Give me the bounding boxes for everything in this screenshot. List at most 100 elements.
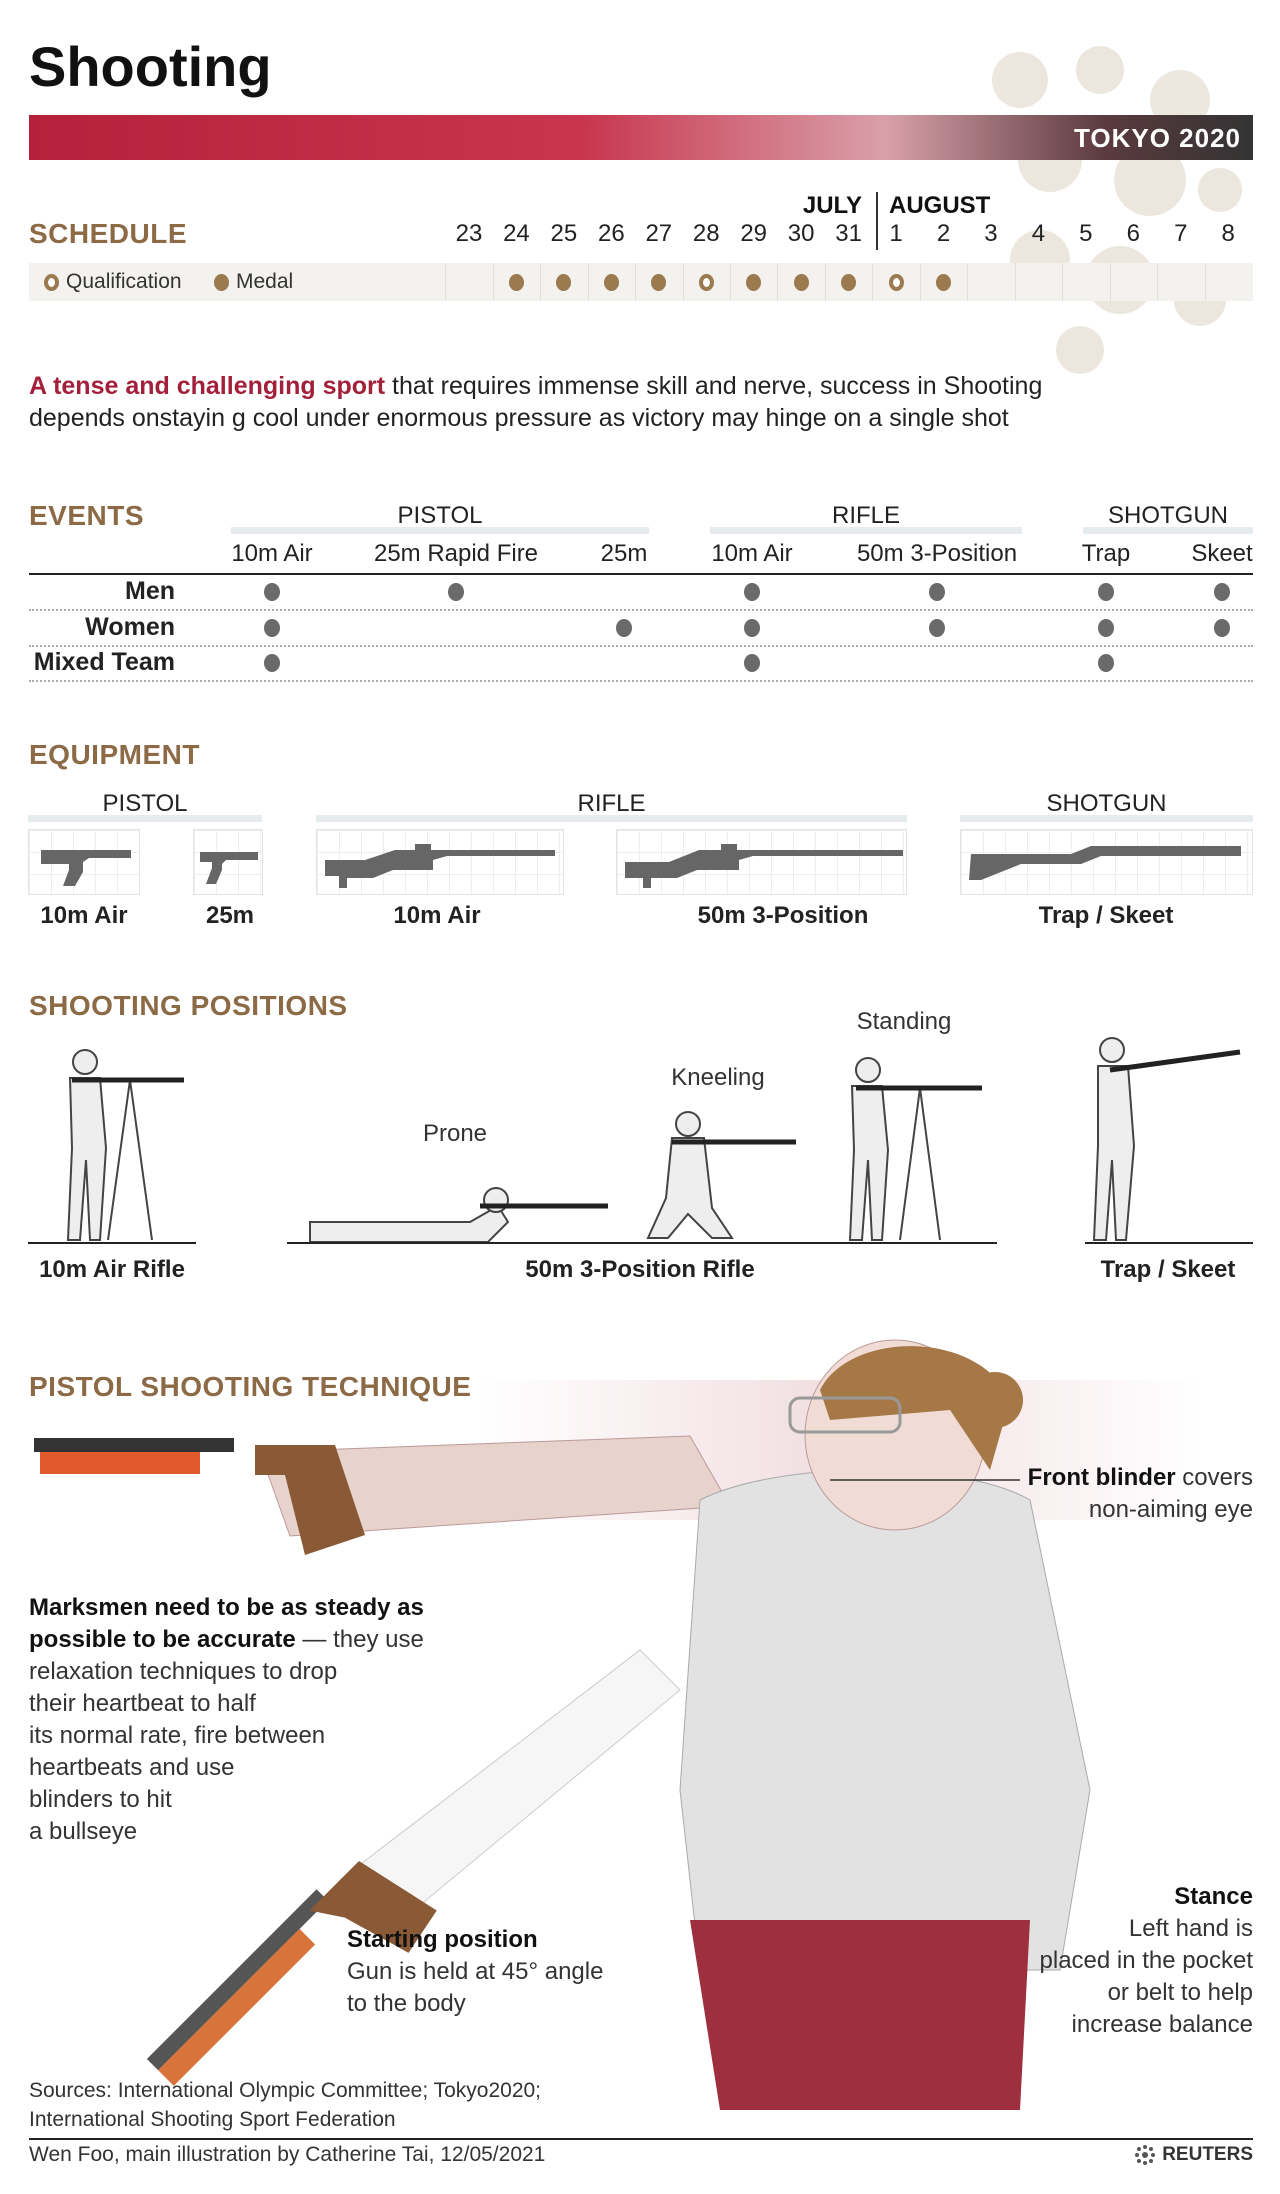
kneeling-shooter-icon <box>646 1111 796 1239</box>
event-dot <box>744 654 760 672</box>
equipment-group-pistol: PISTOL <box>102 790 188 817</box>
schedule-date: 25 <box>550 220 578 247</box>
schedule-gridline <box>445 263 447 301</box>
event-column-header: Skeet <box>1191 540 1253 567</box>
stance-text: or belt to help <box>1107 1979 1253 2006</box>
pistol-10m-air-image <box>28 829 140 895</box>
medal-dot <box>793 274 809 291</box>
steady-title: possible to be accurate <box>29 1626 296 1653</box>
event-dot <box>1098 583 1114 601</box>
event-column-header: 10m Air <box>711 540 793 567</box>
schedule-date: 4 <box>1031 220 1046 247</box>
page-title: Shooting <box>29 35 272 98</box>
cherry-blossom-pattern-icon <box>992 46 1242 374</box>
equipment-rifle-line <box>316 815 907 822</box>
schedule-gridline <box>824 263 826 301</box>
event-column-header: Trap <box>1081 540 1131 567</box>
schedule-date: 23 <box>455 220 483 247</box>
medal-dot <box>603 274 619 291</box>
position-label: Trap / Skeet <box>1100 1256 1236 1283</box>
steady-text: — they use <box>295 1626 424 1653</box>
starting-position-annotation: Starting position Gun is held at 45° ang… <box>347 1924 603 2020</box>
schedule-date: 28 <box>692 220 720 247</box>
schedule-date: 7 <box>1174 220 1188 247</box>
air-pistol-icon <box>41 850 131 886</box>
schedule-date: 30 <box>787 220 815 247</box>
schedule-gridline <box>1014 263 1016 301</box>
shotgun-image <box>960 829 1253 895</box>
month-divider <box>876 192 878 250</box>
stance-text: placed in the pocket <box>1039 1947 1253 1974</box>
month-august: AUGUST <box>889 192 991 219</box>
schedule-date: 24 <box>503 220 530 247</box>
prone-shooter-icon <box>309 1187 608 1243</box>
steady-annotation: Marksmen need to be as steady as possibl… <box>29 1592 424 1848</box>
lowered-pistol-icon <box>146 1861 437 2086</box>
standing-shooter-icon <box>66 1049 184 1241</box>
steady-text: relaxation techniques to drop <box>29 1658 338 1685</box>
event-dot <box>1214 618 1230 637</box>
kneeling-label: Kneeling <box>671 1064 765 1091</box>
event-dot <box>929 583 945 601</box>
blinder-title: Front blinder <box>1027 1464 1176 1491</box>
hair-icon <box>820 1346 1010 1470</box>
medal-dot <box>746 274 762 291</box>
qualification-legend-label: Qualification <box>66 270 182 293</box>
steady-text: its normal rate, fire between <box>29 1722 326 1749</box>
event-column-header: 25m Rapid Fire <box>373 540 539 567</box>
schedule-gridline <box>1109 263 1111 301</box>
event-dot <box>1214 583 1230 601</box>
equipment-group-shotgun: SHOTGUN <box>1046 790 1167 817</box>
schedule-heading: SCHEDULE <box>29 218 188 249</box>
event-dot <box>264 583 280 601</box>
schedule-date: 1 <box>889 220 903 247</box>
event-row-divider <box>29 644 1253 647</box>
front-blinder-icon <box>788 1396 902 1434</box>
schedule-gridline <box>540 263 542 301</box>
schedule-gridline <box>587 263 589 301</box>
positions-heading: SHOOTING POSITIONS <box>29 990 348 1021</box>
event-row-label: Women <box>85 612 175 641</box>
reuters-logo: REUTERS <box>1134 2144 1253 2166</box>
equipment-label: 10m Air <box>40 902 128 929</box>
schedule-row: Qualification Medal <box>29 263 1253 301</box>
standing-label: Standing <box>856 1008 952 1035</box>
pistol-shooter-illustration <box>34 1339 1200 2110</box>
schedule-date: 8 <box>1221 220 1235 247</box>
reuters-wordmark: REUTERS <box>1162 2144 1253 2165</box>
pants <box>690 1920 1030 2110</box>
medal-dot <box>508 274 524 291</box>
aimed-pistol-icon <box>34 1438 365 1555</box>
schedule-date: 3 <box>984 220 998 247</box>
qualification-dot <box>698 274 714 291</box>
steady-text: a bullseye <box>29 1818 138 1845</box>
position-label: 10m Air Rifle <box>39 1256 185 1283</box>
rifle-50m-image <box>616 829 907 895</box>
event-dot <box>264 654 280 672</box>
start-title: Starting position <box>347 1926 538 1953</box>
front-blinder-annotation: Front blinder covers non-aiming eye <box>1028 1462 1253 1526</box>
intro-text: A tense and challenging sport that requi… <box>29 370 1229 434</box>
air-rifle-icon <box>325 844 555 888</box>
schedule-gridline <box>919 263 921 301</box>
steady-title: Marksmen need to be as steady as <box>29 1594 424 1621</box>
schedule-date: 26 <box>597 220 625 247</box>
equipment-heading: EQUIPMENT <box>29 739 200 770</box>
events-group-rifle: RIFLE <box>831 502 900 529</box>
shooting-positions-illustration <box>28 1037 1253 1244</box>
schedule-date: 27 <box>645 220 673 247</box>
stance-text: Left hand is <box>1128 1915 1253 1942</box>
steady-text: their heartbeat to half <box>29 1690 256 1717</box>
equipment-label: 10m Air <box>393 902 481 929</box>
qualification-legend-icon <box>44 274 59 291</box>
event-column-header: 25m <box>600 540 648 567</box>
events-heading: EVENTS <box>29 500 145 531</box>
equipment-label: 50m 3-Position <box>697 902 869 929</box>
medal-dot <box>936 274 951 291</box>
pistol-group-line <box>231 527 649 534</box>
blinder-text: covers <box>1175 1464 1253 1491</box>
equipment-label: 25m <box>205 902 255 929</box>
schedule-date: 6 <box>1126 220 1140 247</box>
event-column-header: 50m 3-Position <box>856 540 1018 567</box>
equipment-pistol-line <box>28 815 262 822</box>
